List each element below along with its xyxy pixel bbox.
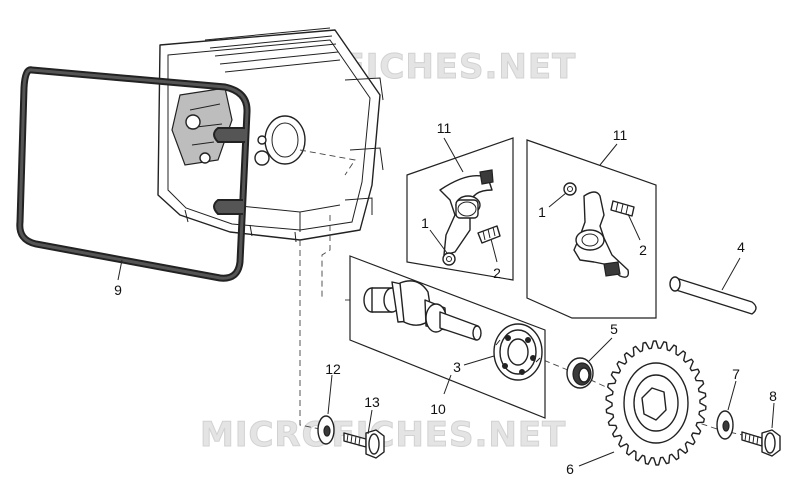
- bolt-13: [343, 409, 385, 459]
- callout-2-right: 2: [639, 242, 647, 258]
- callout-9: 9: [114, 282, 122, 298]
- callout-11-right: 11: [613, 127, 628, 143]
- callout-2-left: 2: [493, 265, 501, 281]
- rocker-pin: [669, 257, 757, 315]
- rocker-arm-panel-right: [526, 139, 657, 319]
- watermark-bottom: MICROFICHES.NET: [200, 415, 566, 455]
- camshaft-panel: [349, 255, 546, 419]
- callout-7: 7: [732, 366, 740, 382]
- callout-1-right: 1: [538, 204, 546, 220]
- callout-12: 12: [325, 361, 341, 377]
- callout-13: 13: [364, 394, 380, 410]
- callout-5: 5: [610, 321, 618, 337]
- head-cover-gasket: [16, 66, 251, 282]
- callout-6: 6: [566, 461, 574, 477]
- bolt-8: [741, 402, 781, 457]
- cylinder-head: [157, 27, 384, 243]
- washer-12: [317, 374, 335, 445]
- washer-7: [716, 380, 737, 440]
- callout-11-left: 11: [437, 120, 452, 136]
- oil-seal: [566, 337, 613, 389]
- callout-1-left: 1: [421, 215, 429, 231]
- timing-sprocket: [578, 340, 707, 467]
- callout-3: 3: [453, 359, 461, 375]
- callout-8: 8: [769, 388, 777, 404]
- callout-10: 10: [430, 401, 446, 417]
- callout-4: 4: [737, 239, 745, 255]
- rocker-arm-panel-left: [406, 137, 514, 281]
